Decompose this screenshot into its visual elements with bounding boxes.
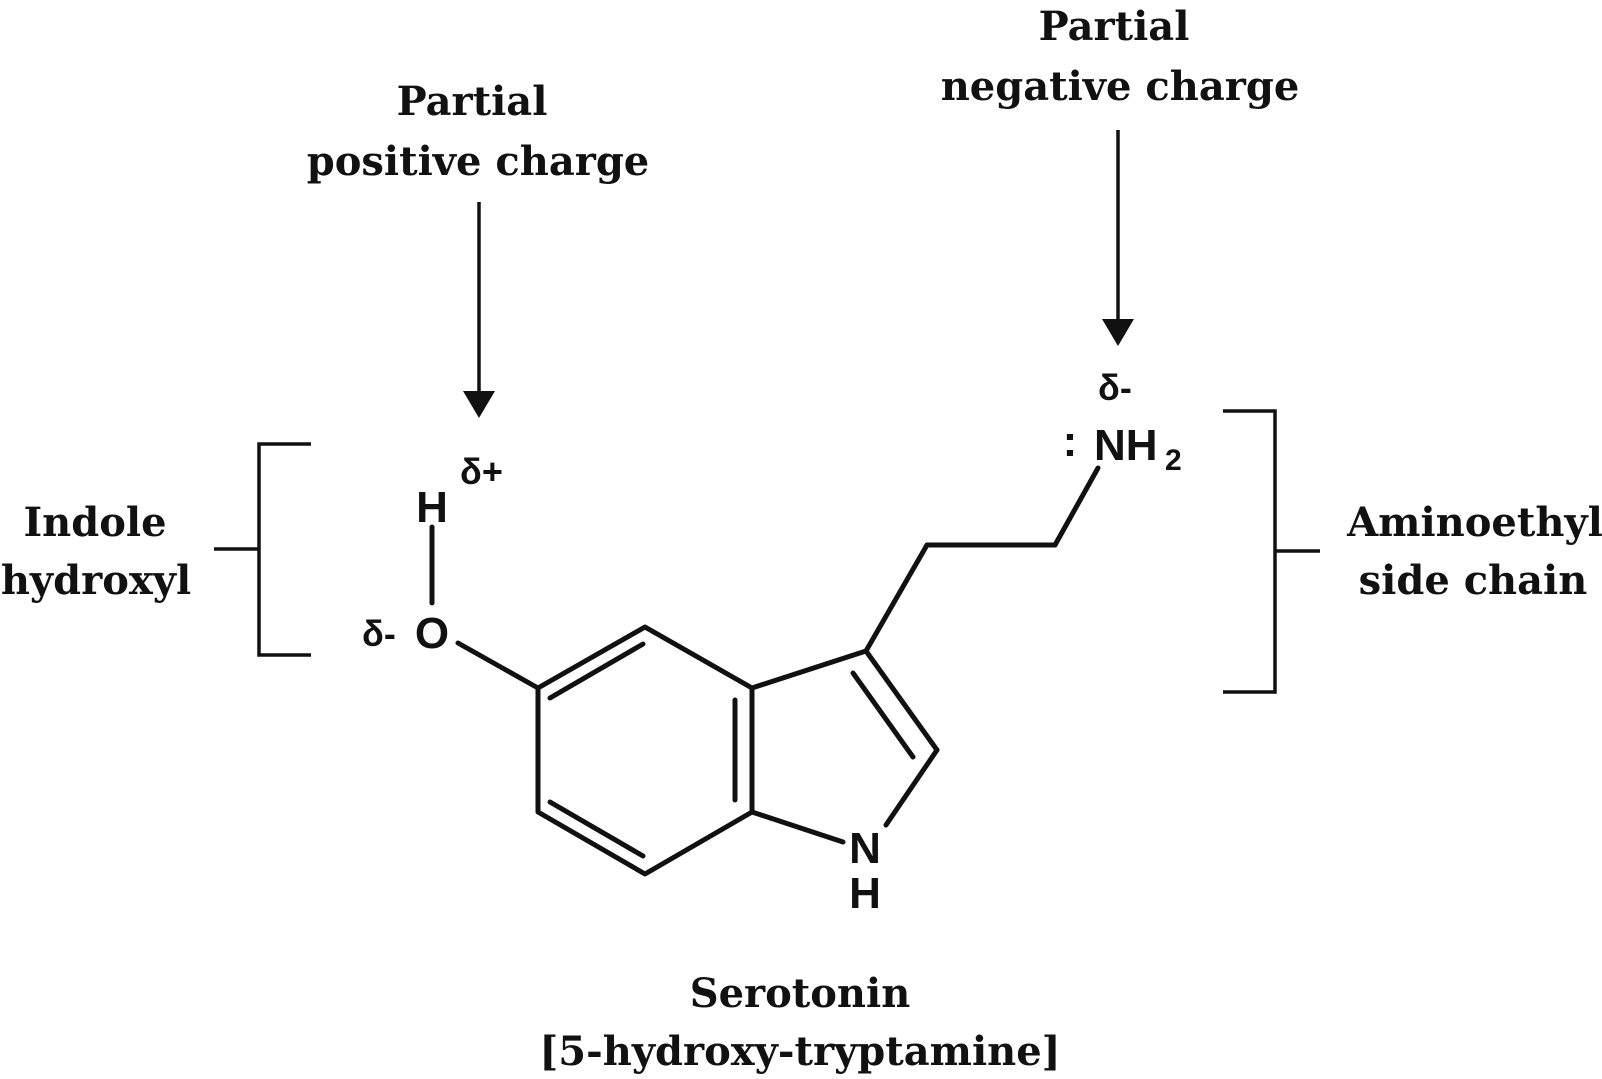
serotonin-structure: H O NH 2 : N H δ+ δ- δ- [362, 367, 1182, 918]
molecule-caption: Serotonin [5-hydroxy-tryptamine] [539, 970, 1060, 1075]
side-chain-bond-3 [1052, 465, 1101, 548]
negative-charge-label-line2: negative charge [941, 63, 1300, 110]
side-chain-bond-1 [863, 542, 930, 654]
amine-nitrogen: NH [1094, 421, 1158, 470]
amine-lone-pair: : [1063, 417, 1078, 466]
pyrrole-bond-c3-c2 [863, 648, 940, 753]
oxygen-partial-negative: δ- [362, 613, 396, 654]
molecule-alt-name: [5-hydroxy-tryptamine] [539, 1028, 1060, 1075]
hydroxyl-hydrogen: H [416, 483, 448, 532]
ring-nitrogen: N [849, 824, 881, 873]
benzene-double-bond-3 [547, 799, 646, 859]
indole-hydroxyl-label-line2: hydroxyl [1, 557, 191, 604]
positive-charge-arrowhead [463, 391, 495, 418]
pyrrole-double-bond [850, 670, 916, 760]
pyrrole-bond-c3a-c3 [749, 648, 869, 691]
pyrrole-bond-c2-n [883, 747, 940, 828]
positive-charge-label-line1: Partial [397, 78, 548, 125]
nitrogen-partial-negative: δ- [1098, 367, 1132, 408]
positive-charge-label: Partial positive charge [307, 78, 650, 185]
c5-o-bond [455, 640, 541, 691]
positive-charge-label-line2: positive charge [307, 138, 650, 185]
amine-subscript: 2 [1165, 444, 1182, 477]
molecule-name: Serotonin [690, 970, 911, 1017]
benzene-ring [535, 624, 755, 877]
indole-hydroxyl-label: Indole hydroxyl [1, 499, 191, 604]
benzene-double-bond-1 [547, 641, 646, 701]
indole-hydroxyl-bracket [257, 442, 311, 657]
aminoethyl-label-line2: side chain [1359, 557, 1588, 604]
aminoethyl-bracket [1223, 409, 1277, 694]
hydroxyl-oxygen: O [415, 609, 449, 658]
ring-nitrogen-hydrogen: H [849, 869, 881, 918]
negative-charge-arrowhead [1102, 319, 1134, 346]
negative-charge-label-line1: Partial [1039, 3, 1190, 50]
negative-charge-label: Partial negative charge [941, 3, 1300, 110]
aminoethyl-side-chain-label: Aminoethyl side chain [1346, 499, 1602, 604]
hydrogen-partial-positive: δ+ [460, 451, 503, 492]
indole-hydroxyl-label-line1: Indole [23, 499, 166, 546]
pyrrole-bond-c7a-n [749, 809, 846, 845]
aminoethyl-label-line1: Aminoethyl [1346, 499, 1602, 546]
